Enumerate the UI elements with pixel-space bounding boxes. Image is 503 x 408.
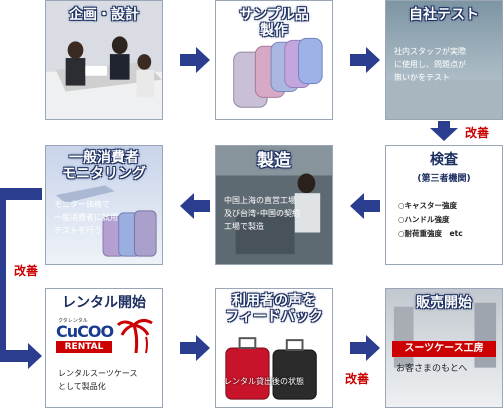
monitoring-photo (46, 146, 162, 264)
step-title: 販売開始 (416, 295, 472, 311)
rental-logo-sub: RENTAL (56, 341, 112, 353)
improvement-label: 改善 (465, 126, 490, 140)
palm-tree-icon (116, 318, 153, 354)
rental-logo-main: CuCOO (56, 322, 114, 341)
step-title: 製造 (257, 151, 291, 171)
step-manufacturing: 製造 中国上海の直営工場 及び台湾･中国の契約 工場で製造 (215, 145, 333, 265)
arrow-right-icon (350, 47, 380, 73)
rental-logo-small-text: クタレンタル (58, 318, 88, 324)
arrow-elbow-icon (0, 188, 42, 369)
step-title: 自社テスト (409, 7, 479, 23)
step-caption: お客さまのもとへ (396, 364, 468, 374)
step-consumer-monitoring: 一般消費者 モニタリング モニター価格で 一般消費者に試用 テストを行う (45, 145, 163, 265)
step-in-house-test: 自社テスト 社内スタッフが実際 に使用し、問題点が 無いかをテスト (385, 0, 503, 120)
step-title: 企画・設計 (69, 7, 139, 23)
suitcases-photo (216, 1, 332, 119)
arrow-right-icon (350, 335, 380, 361)
step-title: 利用者の声を フィードバック (225, 293, 323, 325)
step-title: 一般消費者 モニタリング (62, 150, 146, 182)
step-caption: 社内スタッフが実際 に使用し、問題点が 無いかをテスト (394, 47, 466, 82)
step-caption: レンタルスーツケース として製品化 (58, 369, 138, 391)
step-caption: モニター価格で 一般消費者に試用 テストを行う (54, 200, 118, 235)
arrow-down-icon (430, 121, 458, 141)
step-sales-start: 販売開始 スーツケース工房 お客さまのもとへ (385, 288, 503, 408)
step-planning-design: 企画・設計 (45, 0, 163, 120)
step-subtitle: (第三者機関) (417, 174, 471, 184)
arrow-right-icon (180, 47, 210, 73)
improvement-label: 改善 (345, 372, 370, 386)
inspection-item: ○ハンドル強度 (398, 215, 450, 224)
step-title: レンタル開始 (62, 295, 146, 311)
arrow-right-icon (180, 335, 210, 361)
step-title: 検査 (430, 152, 458, 168)
feedback-photo (216, 289, 332, 407)
arrow-left-icon (180, 193, 210, 219)
step-caption: レンタル貸出後の状態 (224, 377, 304, 386)
step-inspection: 検査 (第三者機関) ○キャスター強度 ○ハンドル強度 ○耐荷重強度 etc (385, 145, 503, 265)
meeting-photo (46, 1, 162, 119)
step-user-feedback: 利用者の声を フィードバック レンタル貸出後の状態 (215, 288, 333, 408)
factory-photo (216, 146, 332, 264)
step-sample-production: サンプル品 製作 (215, 0, 333, 120)
step-rental-start: レンタル開始 クタレンタル CuCOO RENTAL レンタルスーツケース とし… (45, 288, 163, 408)
improvement-label: 改善 (14, 264, 39, 278)
inspection-item: ○キャスター強度 (398, 201, 458, 210)
inspection-item: ○耐荷重強度 etc (398, 229, 463, 238)
testing-photo (386, 1, 502, 119)
shop-banner: スーツケース工房 (392, 341, 496, 357)
step-caption: 中国上海の直営工場 及び台湾･中国の契約 工場で製造 (224, 196, 300, 231)
arrow-left-icon (350, 193, 380, 219)
step-title: サンプル品 製作 (239, 7, 309, 39)
